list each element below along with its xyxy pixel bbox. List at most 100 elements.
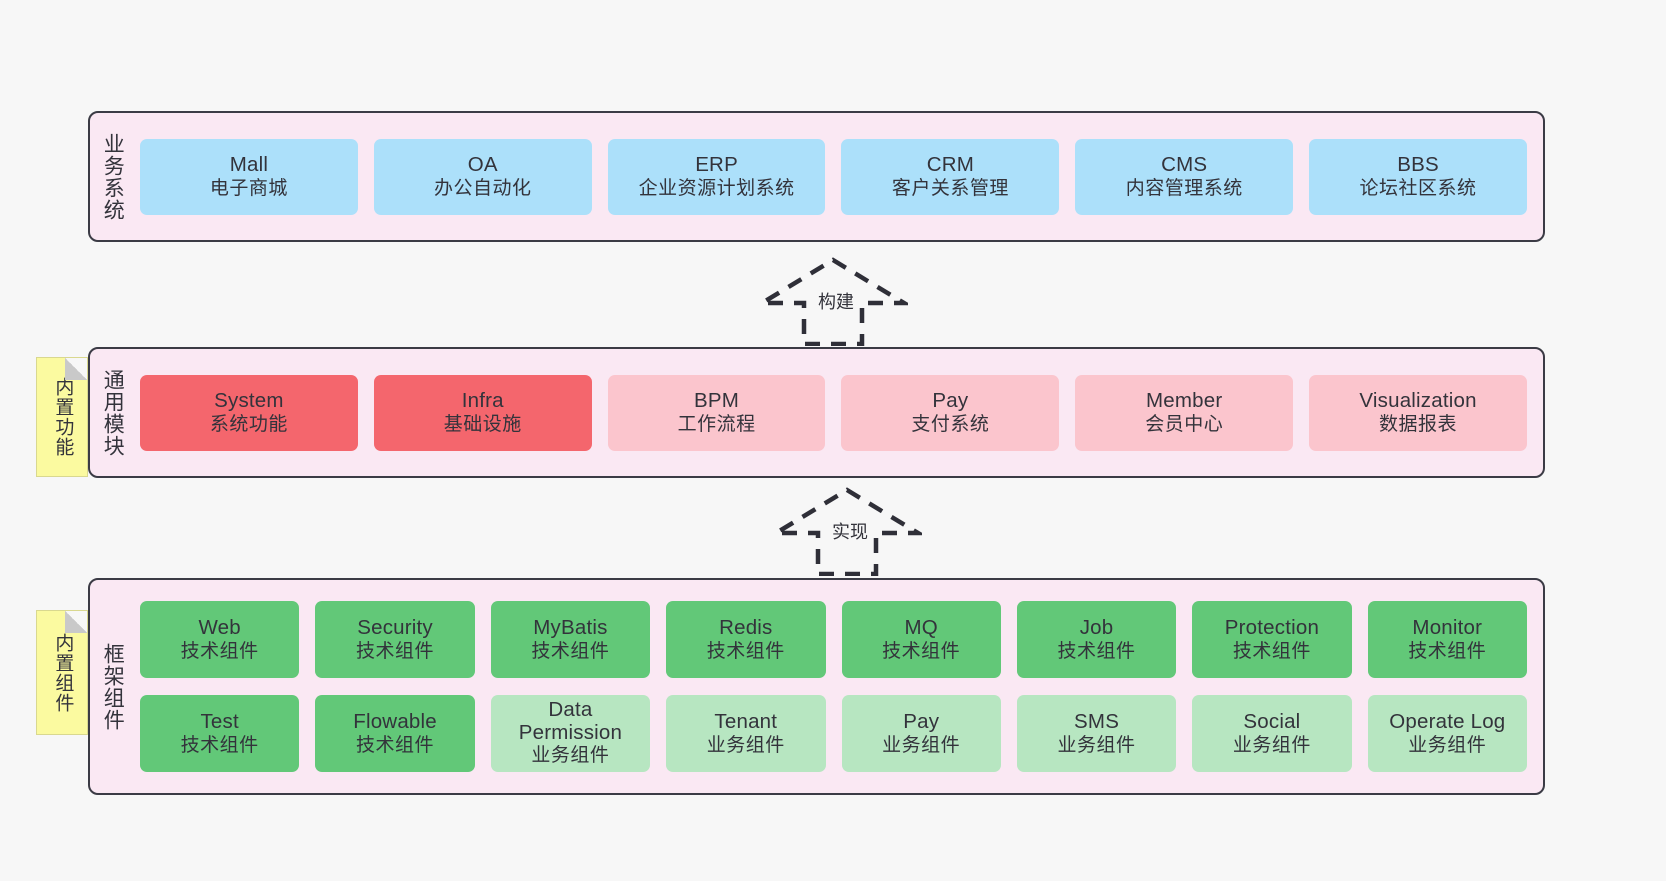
node-subtitle: 办公自动化 [433, 178, 532, 200]
node-title: Monitor [1412, 616, 1483, 640]
node-data-permission[interactable]: Data Permission 业务组件 [490, 695, 651, 772]
node-infra[interactable]: Infra 基础设施 [373, 374, 592, 451]
note-label: 内置功能 [52, 377, 74, 457]
layer-row: Web 技术组件 Security 技术组件 MyBatis 技术组件 Redi… [140, 601, 1527, 678]
node-title: System [214, 389, 284, 413]
node-subtitle: 业务组件 [1232, 735, 1311, 757]
node-subtitle: 技术组件 [180, 735, 259, 757]
node-security[interactable]: Security 技术组件 [315, 601, 475, 678]
node-mq[interactable]: MQ 技术组件 [841, 601, 1001, 678]
node-bbs[interactable]: BBS 论坛社区系统 [1309, 138, 1527, 215]
node-system[interactable]: System 系统功能 [140, 374, 358, 451]
node-subtitle: 业务组件 [1057, 735, 1136, 757]
layer-framework-components: 框架组件 Web 技术组件 Security 技术组件 MyBatis 技术组件… [88, 578, 1545, 795]
node-title: SMS [1074, 710, 1120, 734]
node-subtitle: 业务组件 [706, 735, 785, 757]
node-title: Operate Log [1389, 710, 1506, 734]
layer-business-systems: 业务系统 Mall 电子商城 OA 办公自动化 ERP 企业资源计划系统 CRM… [88, 111, 1545, 242]
layer-title-common-modules: 通用模块 [101, 368, 125, 457]
note-builtin-functions: 内置功能 [36, 357, 88, 477]
node-title: Protection [1224, 616, 1320, 640]
node-subtitle: 业务组件 [882, 735, 961, 757]
node-test[interactable]: Test 技术组件 [140, 695, 300, 772]
node-subtitle: 技术组件 [531, 641, 610, 663]
node-subtitle: 工作流程 [677, 414, 756, 436]
node-subtitle: 技术组件 [706, 641, 785, 663]
node-redis[interactable]: Redis 技术组件 [666, 601, 826, 678]
node-title: ERP [695, 153, 738, 177]
node-flowable[interactable]: Flowable 技术组件 [315, 695, 475, 772]
node-subtitle: 技术组件 [1057, 641, 1136, 663]
node-monitor[interactable]: Monitor 技术组件 [1367, 601, 1527, 678]
node-erp[interactable]: ERP 企业资源计划系统 [607, 138, 826, 215]
node-title: OA [467, 153, 498, 177]
node-cms[interactable]: CMS 内容管理系统 [1075, 138, 1294, 215]
layer-body-framework-components: Web 技术组件 Security 技术组件 MyBatis 技术组件 Redi… [134, 580, 1543, 793]
layer-row: Mall 电子商城 OA 办公自动化 ERP 企业资源计划系统 CRM 客户关系… [140, 138, 1527, 215]
node-title: Test [200, 710, 239, 734]
layer-common-modules: 通用模块 System 系统功能 Infra 基础设施 BPM 工作流程 Pay… [88, 347, 1545, 478]
node-title: Mall [229, 153, 269, 177]
node-title: Job [1079, 616, 1114, 640]
node-tenant[interactable]: Tenant 业务组件 [666, 695, 826, 772]
layer-body-business-systems: Mall 电子商城 OA 办公自动化 ERP 企业资源计划系统 CRM 客户关系… [134, 113, 1543, 240]
node-title: MyBatis [533, 616, 608, 640]
node-title: Data Permission [518, 698, 623, 744]
layer-title-business-systems: 业务系统 [101, 132, 125, 221]
node-subtitle: 电子商城 [209, 178, 288, 200]
node-subtitle: 会员中心 [1145, 414, 1224, 436]
node-subtitle: 企业资源计划系统 [638, 178, 795, 200]
connector-build-label: 构建 [818, 292, 854, 312]
node-title: Social [1243, 710, 1301, 734]
node-oa[interactable]: OA 办公自动化 [373, 138, 592, 215]
node-subtitle: 技术组件 [1408, 641, 1487, 663]
node-title: BBS [1397, 153, 1439, 177]
node-title: Member [1146, 389, 1223, 413]
node-title: MQ [904, 616, 938, 640]
node-title: Tenant [714, 710, 778, 734]
node-subtitle: 支付系统 [911, 414, 990, 436]
node-title: Flowable [353, 710, 437, 734]
node-subtitle: 数据报表 [1379, 414, 1458, 436]
connector-implement-label: 实现 [832, 522, 868, 542]
node-sms[interactable]: SMS 业务组件 [1016, 695, 1177, 772]
node-title: Web [198, 616, 241, 640]
node-protection[interactable]: Protection 技术组件 [1192, 601, 1352, 678]
node-social[interactable]: Social 业务组件 [1192, 695, 1352, 772]
node-subtitle: 业务组件 [531, 745, 610, 767]
note-label: 内置组件 [52, 632, 74, 713]
node-subtitle: 技术组件 [1232, 641, 1311, 663]
node-operate-log[interactable]: Operate Log 业务组件 [1367, 695, 1527, 772]
note-builtin-components: 内置组件 [36, 610, 88, 735]
node-subtitle: 技术组件 [882, 641, 961, 663]
node-bpm[interactable]: BPM 工作流程 [607, 374, 826, 451]
node-web[interactable]: Web 技术组件 [140, 601, 300, 678]
node-member[interactable]: Member 会员中心 [1075, 374, 1294, 451]
node-visualization[interactable]: Visualization 数据报表 [1309, 374, 1527, 451]
node-mybatis[interactable]: MyBatis 技术组件 [490, 601, 651, 678]
node-title: Pay [932, 389, 969, 413]
layer-row: System 系统功能 Infra 基础设施 BPM 工作流程 Pay 支付系统… [140, 374, 1527, 451]
node-pay-component[interactable]: Pay 业务组件 [841, 695, 1001, 772]
node-title: Redis [719, 616, 773, 640]
node-subtitle: 基础设施 [443, 414, 522, 436]
node-job[interactable]: Job 技术组件 [1016, 601, 1177, 678]
node-subtitle: 系统功能 [209, 414, 288, 436]
node-title: CMS [1161, 153, 1208, 177]
node-pay-module[interactable]: Pay 支付系统 [841, 374, 1060, 451]
node-title: CRM [926, 153, 975, 177]
node-title: Pay [903, 710, 940, 734]
node-subtitle: 技术组件 [180, 641, 259, 663]
node-subtitle: 技术组件 [356, 641, 435, 663]
layer-title-framework-components: 框架组件 [101, 642, 125, 731]
node-subtitle: 论坛社区系统 [1359, 178, 1477, 200]
node-subtitle: 客户关系管理 [891, 178, 1009, 200]
node-title: BPM [694, 389, 740, 413]
layer-body-common-modules: System 系统功能 Infra 基础设施 BPM 工作流程 Pay 支付系统… [134, 349, 1543, 476]
node-mall[interactable]: Mall 电子商城 [140, 138, 358, 215]
node-crm[interactable]: CRM 客户关系管理 [841, 138, 1060, 215]
node-subtitle: 内容管理系统 [1125, 178, 1243, 200]
node-title: Security [357, 616, 433, 640]
node-subtitle: 技术组件 [356, 735, 435, 757]
